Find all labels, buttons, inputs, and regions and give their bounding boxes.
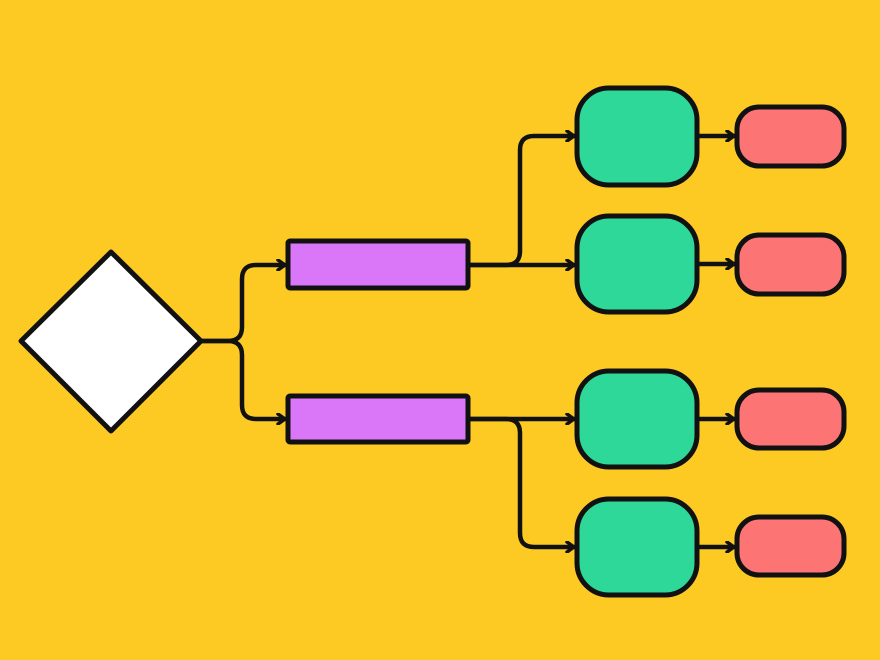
process-box-1 xyxy=(285,238,471,291)
step-box-2 xyxy=(574,213,700,315)
end-pill-4 xyxy=(734,514,847,578)
connector-decision-process-2 xyxy=(198,338,288,419)
step-box-4 xyxy=(574,496,700,598)
end-pill-3 xyxy=(734,387,847,451)
step-box-3 xyxy=(574,368,700,470)
connector-decision-process-1 xyxy=(198,265,288,344)
step-box-1 xyxy=(574,85,700,188)
decision-diamond xyxy=(18,249,204,434)
connector-process-2-step-4 xyxy=(465,416,577,547)
end-pill-1 xyxy=(734,104,847,169)
end-pill-2 xyxy=(734,232,847,297)
process-box-2 xyxy=(285,393,471,445)
connector-process-1-step-1 xyxy=(465,136,577,268)
